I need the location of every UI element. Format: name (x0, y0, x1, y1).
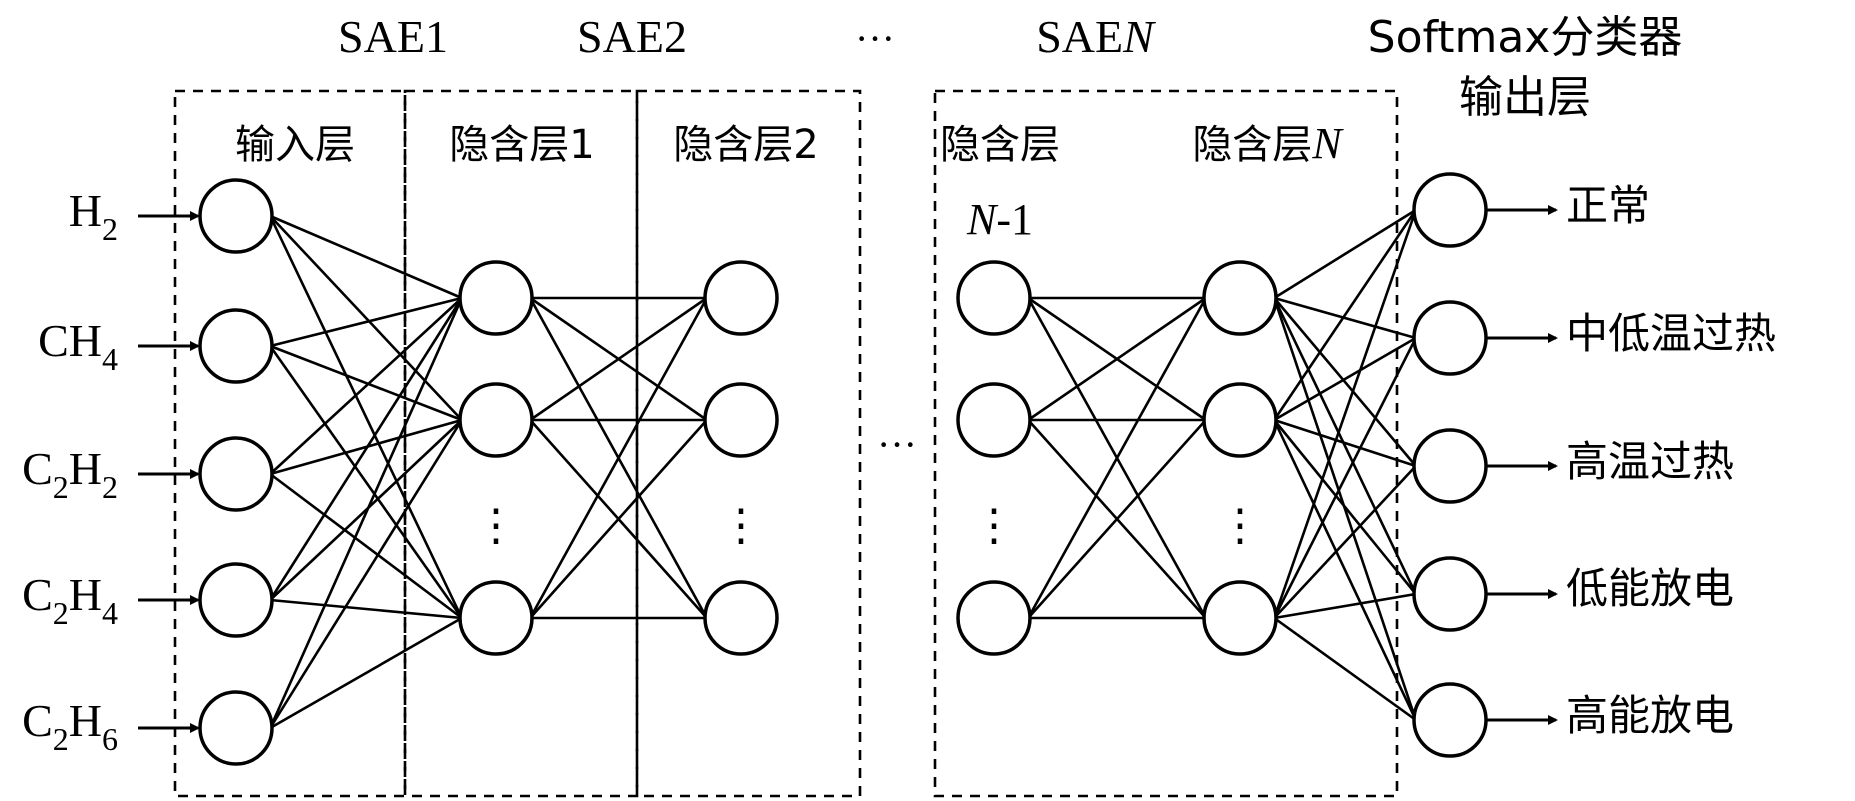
layer-label-output: 输出层 (1459, 72, 1591, 123)
header-saeN-prefix: SAE (1036, 11, 1123, 62)
header-saeN-italic: N (1122, 11, 1156, 62)
layer-label-hiddenNm1-suffix: -1 (996, 195, 1033, 244)
input-label-h2: H2 (69, 185, 118, 247)
edge-input-2-to-hidden1-0 (269, 297, 463, 475)
node-output-4 (1412, 682, 1488, 758)
edge-hiddenNm1-1-to-hiddenN-0 (1027, 296, 1207, 422)
edge-input-3-to-hidden1-2 (270, 598, 462, 620)
node-hiddenN-0 (1202, 260, 1278, 336)
output-label-high-temp-overheat: 高温过热 (1566, 437, 1734, 486)
vertical-ellipsis-hidden1: ⋮ (474, 501, 518, 550)
edge-input-1-to-hidden1-2 (269, 345, 463, 619)
input-label-c2h6: C2H6 (22, 695, 118, 757)
node-hiddenNm1-0 (956, 260, 1032, 336)
edge-input-1-to-hidden1-1 (269, 344, 463, 422)
output-label-low-energy-discharge: 低能放电 (1566, 564, 1734, 613)
edge-input-0-to-hidden1-0 (269, 214, 463, 300)
layer-label-input: 输入层 (235, 122, 355, 168)
edge-hiddenN-1-to-output-0 (1273, 209, 1417, 421)
layer-label-hiddenNm1-italic: N (966, 195, 999, 244)
output-label-normal: 正常 (1566, 181, 1650, 230)
node-input-2 (198, 436, 274, 512)
node-output-3 (1412, 556, 1488, 632)
header-sae1: SAE1 (338, 11, 448, 62)
node-hidden2-0 (703, 260, 779, 336)
edge-input-4-to-hidden1-0 (269, 297, 463, 729)
node-hidden2-1 (703, 382, 779, 458)
node-input-3 (198, 562, 274, 638)
header-softmax: Softmax分类器 (1368, 12, 1683, 63)
edge-hiddenN-1-to-output-4 (1273, 419, 1417, 721)
node-hiddenN-2 (1202, 580, 1278, 656)
edge-hiddenN-2-to-output-0 (1272, 209, 1418, 619)
edge-hidden1-2-to-hidden2-1 (529, 419, 708, 619)
edge-input-4-to-hidden1-2 (269, 616, 463, 730)
layer-label-hiddenNm1-line2: N-1 (966, 195, 1033, 244)
node-hidden2-2 (703, 580, 779, 656)
edge-hidden1-2-to-hidden2-0 (529, 297, 708, 619)
neuron-nodes (198, 172, 1488, 766)
edge-hiddenN-0-to-output-1 (1273, 296, 1417, 340)
input-label-c2h2: C2H2 (22, 443, 118, 505)
edge-hiddenN-1-to-output-1 (1273, 336, 1417, 422)
node-hidden1-1 (458, 382, 534, 458)
edge-hiddenNm1-2-to-hiddenN-0 (1027, 297, 1207, 619)
output-label-low-mid-temp-overheat: 中低温过热 (1566, 309, 1776, 358)
edge-hiddenN-0-to-output-0 (1273, 208, 1417, 300)
header-sae2: SAE2 (577, 11, 687, 62)
node-hiddenNm1-2 (956, 580, 1032, 656)
layer-label-hidden2: 隐含层2 (673, 122, 818, 168)
layer-label-hiddenN-italic: N (1311, 119, 1344, 168)
vertical-ellipsis-hidden2: ⋮ (719, 501, 763, 550)
layer-label-hidden1: 隐含层1 (449, 122, 594, 168)
input-arrows (138, 211, 200, 733)
node-hiddenNm1-1 (956, 382, 1032, 458)
header-dots: ··· (855, 16, 895, 61)
node-input-1 (198, 308, 274, 384)
edge-input-1-to-hidden1-0 (269, 296, 463, 348)
input-label-c2h4: C2H4 (22, 569, 118, 631)
connection-edges (269, 208, 1418, 730)
middle-ellipsis: ··· (877, 422, 917, 467)
sae2-box (635, 89, 862, 798)
header-saeN: SAEN (1036, 11, 1156, 62)
layer-label-hiddenN: 隐含层N (1192, 119, 1344, 168)
edge-input-0-to-hidden1-2 (269, 215, 463, 619)
edge-hiddenN-2-to-output-3 (1273, 592, 1417, 620)
edge-hiddenN-2-to-output-2 (1273, 465, 1417, 619)
node-hidden1-0 (458, 260, 534, 336)
edge-hiddenN-1-to-output-3 (1273, 419, 1417, 595)
node-input-4 (198, 690, 274, 766)
node-output-0 (1412, 172, 1488, 248)
edge-input-2-to-hidden1-2 (269, 472, 463, 620)
edge-input-0-to-hidden1-1 (269, 215, 463, 421)
output-label-high-energy-discharge: 高能放电 (1566, 691, 1734, 740)
edge-hiddenNm1-2-to-hiddenN-1 (1027, 419, 1207, 619)
node-input-0 (198, 178, 274, 254)
edge-hiddenN-1-to-output-2 (1273, 418, 1417, 468)
node-hiddenN-1 (1202, 382, 1278, 458)
edge-hiddenN-2-to-output-4 (1273, 616, 1417, 722)
node-output-2 (1412, 428, 1488, 504)
edge-hidden1-1-to-hidden2-0 (529, 296, 708, 422)
layer-label-hiddenNm1-line1: 隐含层 (940, 122, 1060, 168)
vertical-ellipsis-hiddenN: ⋮ (1218, 501, 1262, 550)
vertical-ellipsis-hiddenNm1: ⋮ (972, 501, 1016, 550)
edge-hiddenN-0-to-output-3 (1273, 297, 1417, 595)
edge-input-3-to-hidden1-0 (269, 297, 463, 601)
edge-hiddenN-0-to-output-2 (1273, 297, 1417, 467)
edge-input-4-to-hidden1-1 (269, 419, 463, 729)
layer-label-hiddenN-prefix: 隐含层 (1192, 122, 1312, 168)
node-output-1 (1412, 300, 1488, 376)
node-hidden1-2 (458, 580, 534, 656)
output-arrows (1486, 205, 1558, 725)
input-label-ch4: CH4 (38, 315, 118, 377)
edge-hiddenN-2-to-output-1 (1273, 337, 1417, 619)
